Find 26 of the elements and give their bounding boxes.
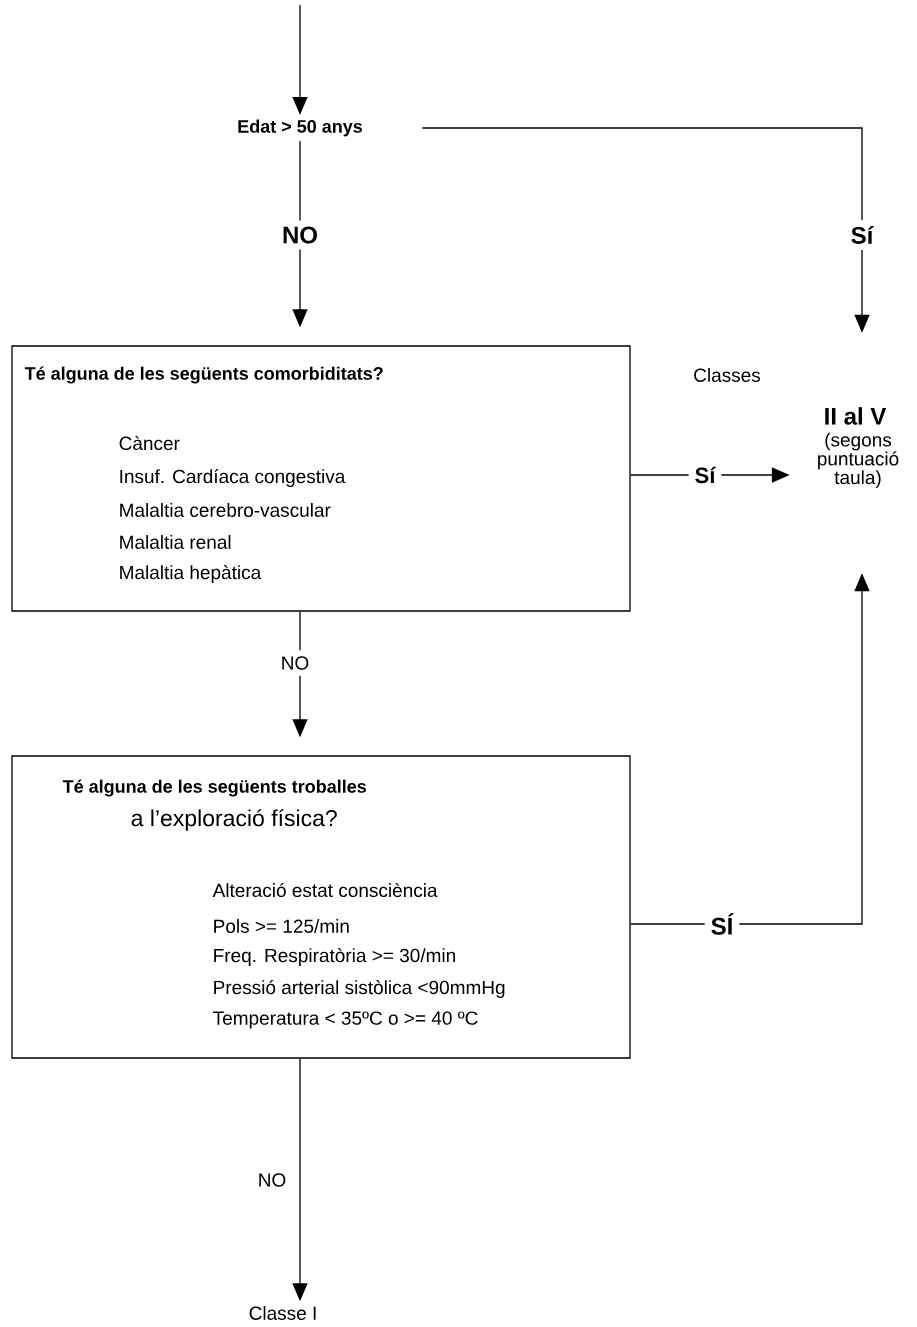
comorbidity-question-box — [11, 345, 631, 612]
class-note: (segons puntuació taula) — [818, 432, 899, 488]
edge-label: Sí — [844, 220, 880, 250]
list-item: Malaltia cerebro-vascular — [120, 503, 331, 517]
list-item: Insuf. Cardíaca congestiva — [120, 469, 346, 487]
question-heading: Té alguna de les següents troballes — [62, 779, 366, 797]
decision-text: Edat > 50 anys — [238, 119, 363, 137]
edge-label: Sí — [688, 460, 722, 490]
findings-question-box — [11, 755, 631, 1059]
list-item: Freq. Respiratòria >= 30/min — [214, 948, 455, 966]
class-range: II al V — [825, 407, 887, 425]
list-item: Pressió arterial sistòlica <90mmHg — [214, 980, 505, 998]
edge-label: NO — [251, 1167, 293, 1193]
edge-label: NO — [274, 650, 316, 676]
list-item: Temperatura < 35ºC o >= 40 ºC — [213, 1011, 478, 1029]
list-item: Pols >= 125/min — [214, 919, 349, 933]
question-heading: a l’exploració física? — [131, 809, 337, 831]
class-text: Classes — [694, 368, 761, 382]
list-item: Malaltia hepàtica — [120, 565, 262, 583]
edge-label: NO — [276, 220, 324, 250]
list-item: Càncer — [119, 435, 180, 451]
edge-label: SÍ — [704, 907, 740, 941]
list-item: Malaltia renal — [120, 535, 231, 549]
outcome-text: Classe I — [249, 1306, 316, 1320]
list-item: Alteració estat consciència — [212, 882, 438, 898]
question-heading: Té alguna de les següents comorbiditats? — [24, 366, 383, 384]
